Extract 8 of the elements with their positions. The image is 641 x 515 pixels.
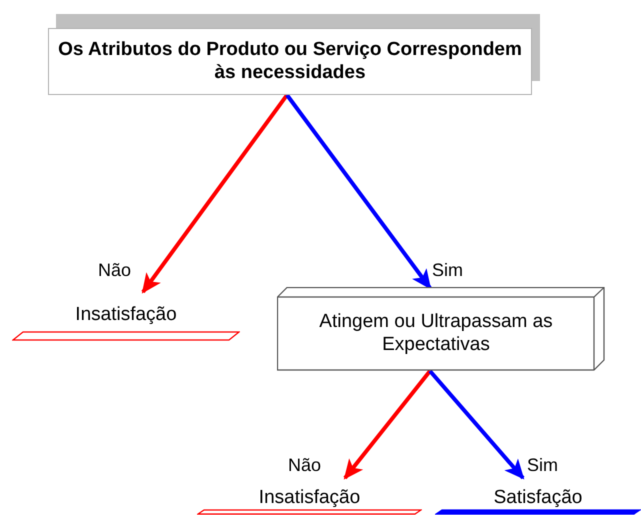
outcome-label: Insatisfação (74, 304, 178, 326)
box-text: Os Atributos do Produto ou Serviço Correspondem às necessidades (57, 38, 523, 84)
outcome-label: Insatisfação (258, 487, 362, 509)
arrow (428, 370, 524, 480)
outcome-label: Satisfação (492, 487, 584, 509)
arrow (141, 94, 289, 294)
arrow (343, 370, 432, 480)
box-text: Atingem ou Ultrapassam as Expectativas (318, 311, 554, 357)
